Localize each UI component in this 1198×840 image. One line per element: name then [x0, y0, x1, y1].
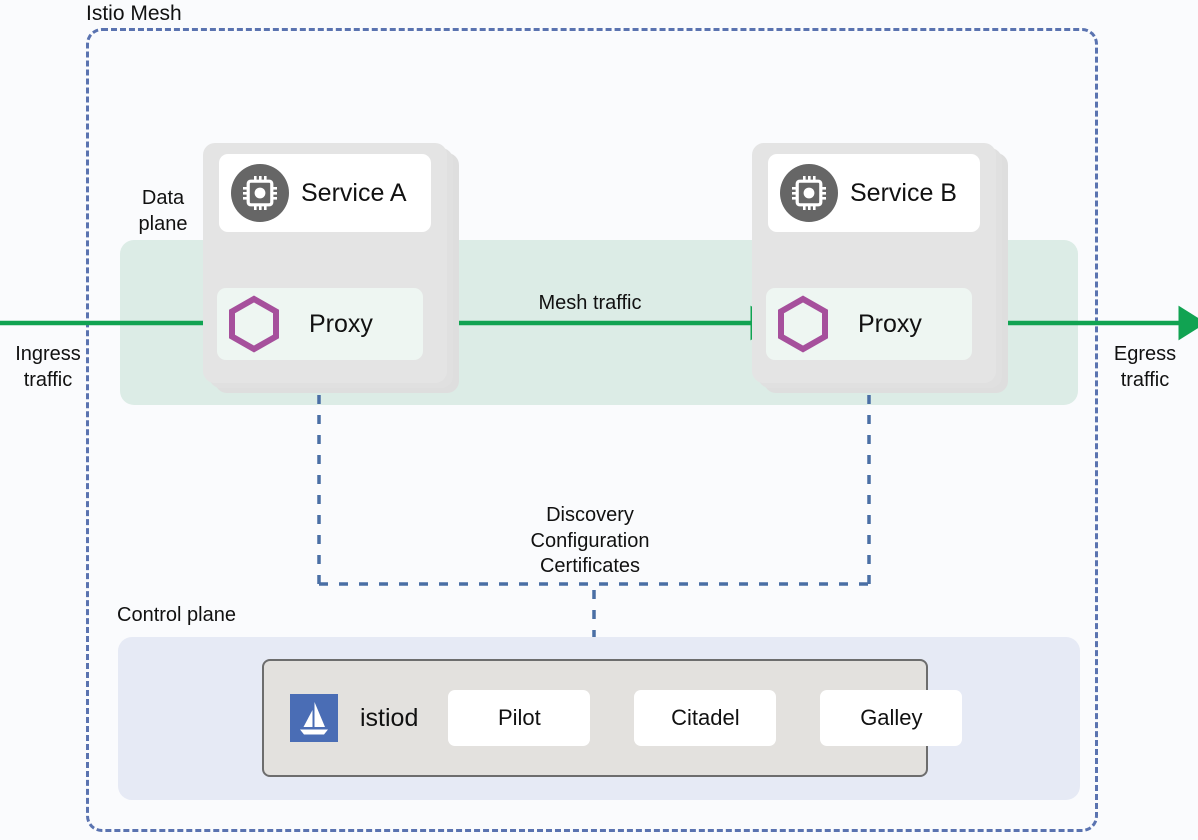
ingress-traffic-label: Ingress traffic [0, 341, 96, 393]
service-card[interactable]: Service B [768, 154, 980, 232]
ingress-traffic-line2: traffic [23, 369, 73, 391]
proxy-label: Proxy [858, 309, 922, 338]
control-channel-line1: Discovery [546, 504, 634, 526]
ingress-traffic-line1: Ingress [15, 343, 81, 365]
data-plane-label: Data plane [118, 185, 208, 237]
proxy-card[interactable]: Proxy [766, 288, 972, 360]
istio-mesh-label: Istio Mesh [86, 2, 182, 25]
control-plane-label: Control plane [117, 604, 236, 626]
control-plane-component-pilot[interactable]: Pilot [448, 690, 591, 746]
hexagon-glyph [229, 295, 279, 353]
cpu-chip-icon [231, 164, 289, 222]
cpu-chip-glyph [243, 176, 277, 210]
istio-sailboat-logo [290, 694, 338, 742]
sailboat-glyph [300, 702, 328, 735]
hexagon-icon [776, 295, 830, 353]
data-plane-label-line1: Data [141, 187, 185, 209]
control-plane-component-citadel[interactable]: Citadel [634, 690, 777, 746]
control-channel-line3: Certificates [539, 555, 641, 577]
hexagon-icon [227, 295, 281, 353]
service-card[interactable]: Service A [219, 154, 431, 232]
control-plane-component-galley[interactable]: Galley [820, 690, 963, 746]
egress-traffic-line2: traffic [1120, 369, 1170, 391]
control-channel-line2: Configuration [530, 529, 650, 552]
service-name-label: Service A [301, 178, 407, 207]
hexagon-glyph [778, 295, 828, 353]
component-label: Citadel [671, 705, 740, 730]
egress-traffic-label: Egress traffic [1097, 341, 1193, 393]
data-plane-label-line2: plane [138, 213, 188, 235]
egress-traffic-line1: Egress [1113, 343, 1177, 365]
service-name-label: Service B [850, 178, 957, 207]
component-label: Pilot [497, 705, 541, 730]
control-channel-label: Discovery Configuration Certificates [492, 503, 688, 580]
pod-service-a: Service A Proxy [203, 143, 463, 393]
mesh-traffic-label: Mesh traffic [538, 292, 642, 314]
istio-mesh-boundary [86, 28, 1098, 832]
cpu-chip-glyph [792, 176, 826, 210]
proxy-card[interactable]: Proxy [217, 288, 423, 360]
proxy-label: Proxy [309, 309, 373, 338]
component-label: Galley [860, 705, 923, 730]
istiod-label: istiod [360, 703, 419, 732]
pod-service-b: Service B Proxy [752, 143, 1012, 393]
istiod-container[interactable]: istiod Pilot Citadel Galley [262, 659, 963, 777]
cpu-chip-icon [780, 164, 838, 222]
